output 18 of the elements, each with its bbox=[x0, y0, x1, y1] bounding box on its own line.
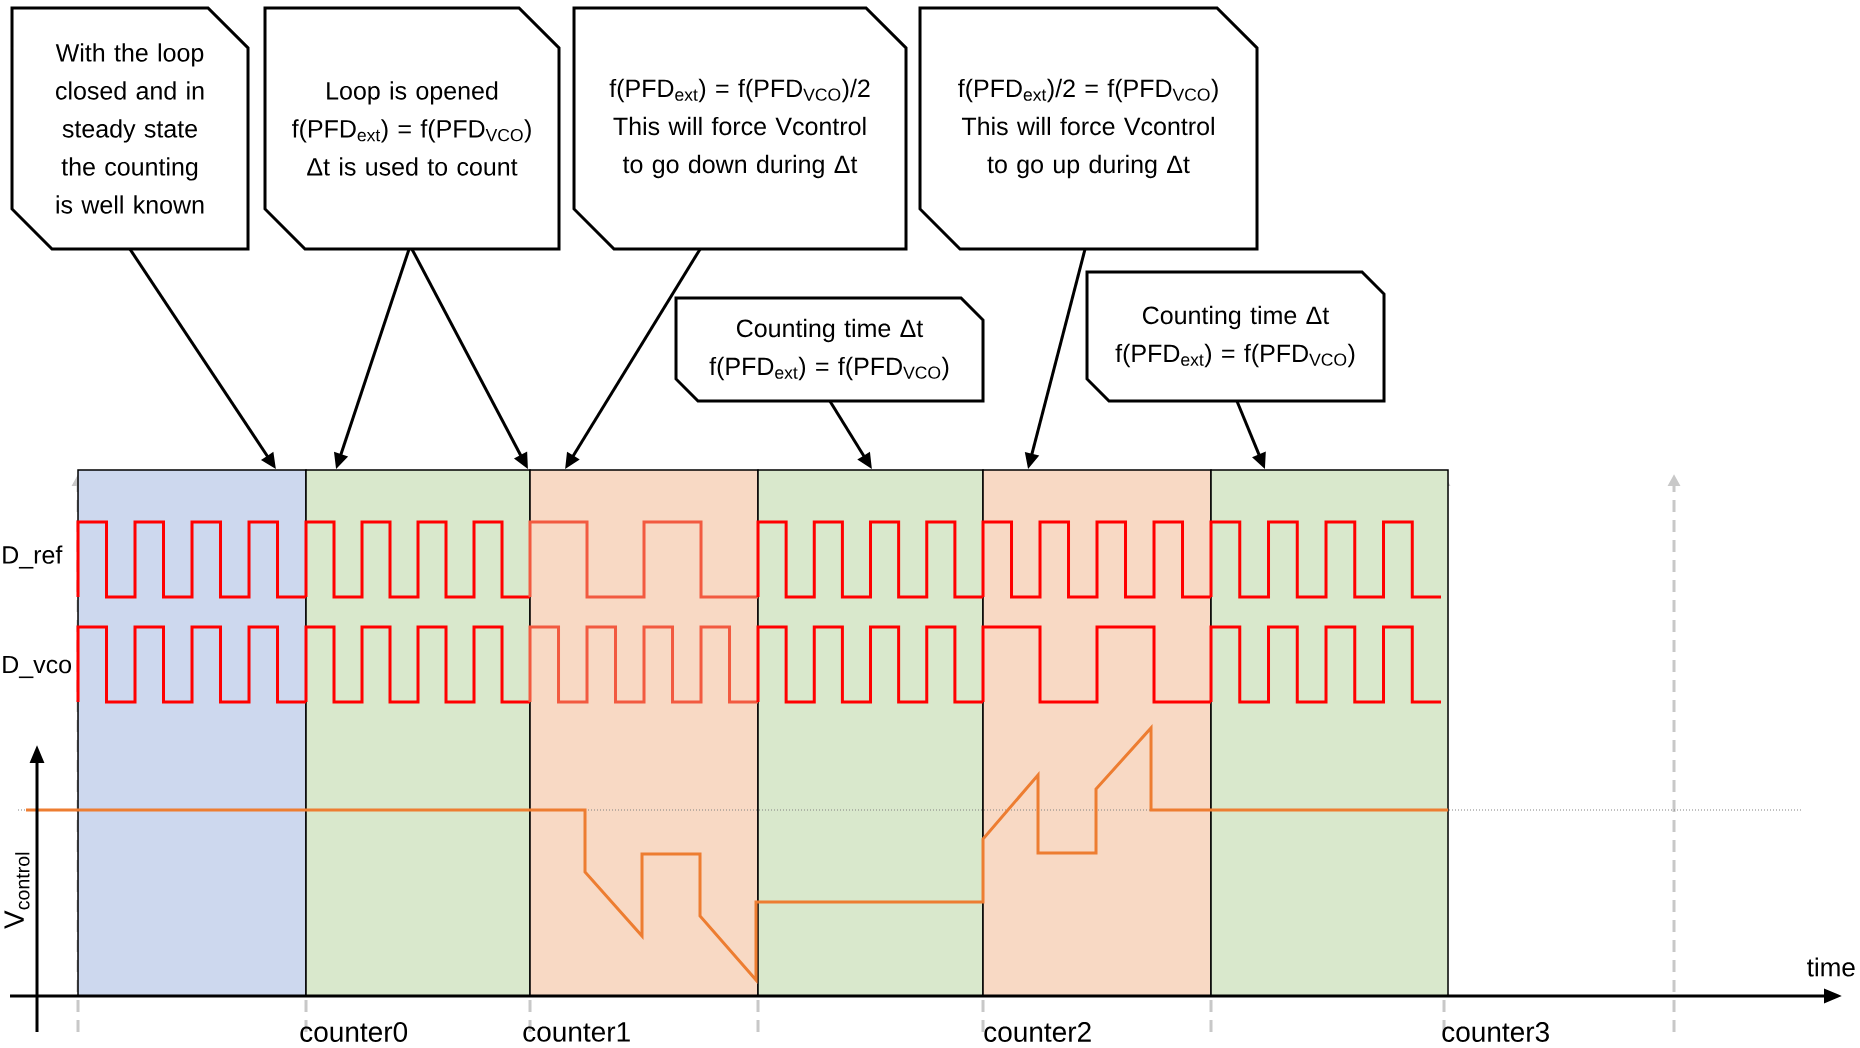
counter-label: counter0 bbox=[300, 1022, 408, 1042]
phase-band bbox=[305, 469, 531, 997]
callout-box: Loop is opened f(PFD$_{ext}$) = f(PFD$_{VCO}$) Δt is used to count bbox=[263, 6, 561, 251]
phase-band bbox=[757, 469, 984, 997]
counter-label: counter2 bbox=[984, 1022, 1091, 1042]
phase-band bbox=[1210, 469, 1449, 997]
counter-label: counter1 bbox=[523, 1022, 630, 1042]
callout-box: f(PFD$_{ext}$) = f(PFD$_{VCO}$)/2 This will force Vcontrol to go down during Δt bbox=[572, 6, 908, 251]
axis-label: time bbox=[1807, 957, 1855, 977]
phase-band bbox=[529, 469, 759, 997]
axis-label: V$_{control}$ bbox=[4, 852, 30, 929]
counter-label: counter3 bbox=[1442, 1022, 1549, 1042]
callout-box: Counting time Δt f(PFD$_{ext}$) = f(PFD$_{VCO}$) bbox=[1085, 270, 1386, 403]
phase-band bbox=[982, 469, 1212, 997]
phase-band bbox=[77, 469, 307, 997]
callout-box: f(PFD$_{ext}$)/2 = f(PFD$_{VCO}$) This will force Vcontrol to go up during Δt bbox=[918, 6, 1259, 251]
callout-box: With the loop closed and in steady state the counting is well known bbox=[10, 6, 250, 251]
callout-box: Counting time Δt f(PFD$_{ext}$) = f(PFD$_{VCO}$) bbox=[674, 296, 985, 403]
